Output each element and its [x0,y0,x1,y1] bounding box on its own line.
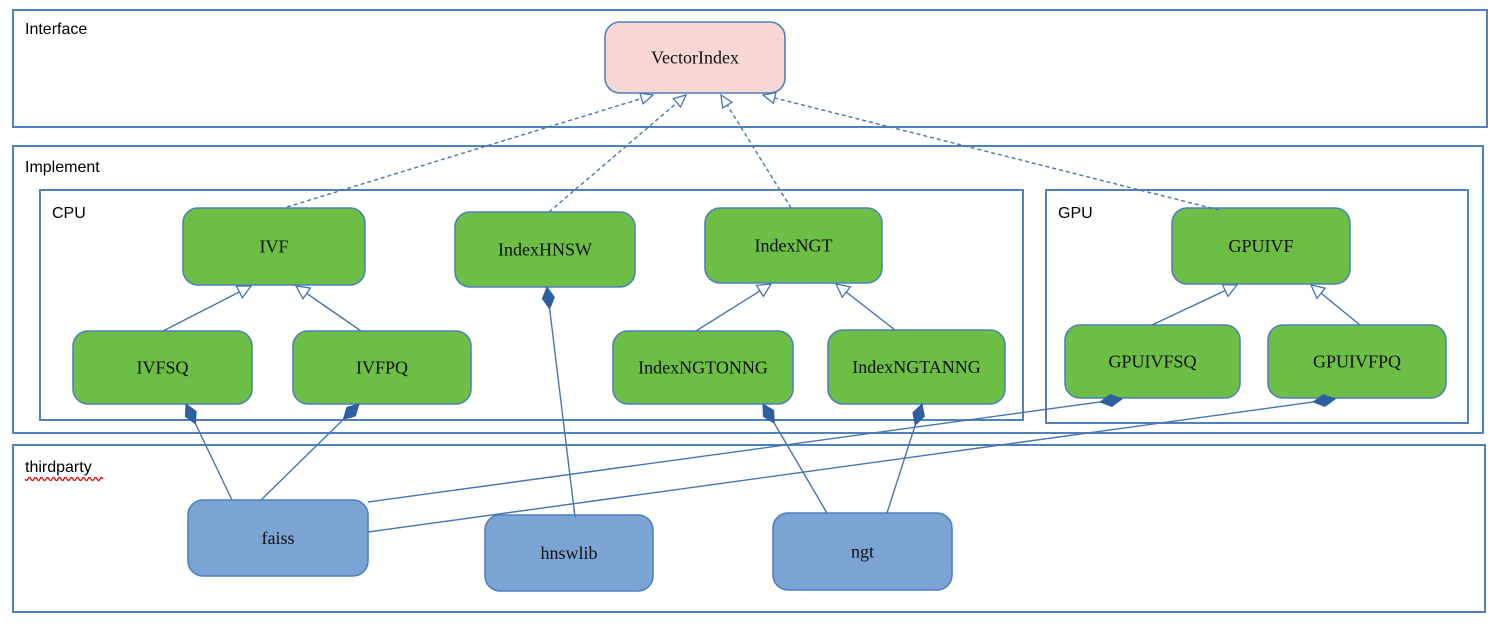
node-hnswlib[interactable]: hnswlib [484,514,654,592]
node-label-indexhnsw: IndexHNSW [498,240,592,260]
container-label-thirdparty: thirdparty [25,459,92,476]
edge-ngt-indexngtonng-composition [762,403,828,514]
node-indexhnsw[interactable]: IndexHNSW [454,211,636,288]
node-label-gpuivfsq: GPUIVFSQ [1108,352,1196,372]
composition-diamond-icon [762,403,775,424]
realization-arrowhead-icon [761,91,777,105]
container-label-cpu: CPU [52,205,86,222]
edge-faiss-ivfpq-composition [260,403,360,501]
node-faiss[interactable]: faiss [187,499,369,577]
node-label-ivfsq: IVFSQ [136,358,188,378]
edge-gpuivf-vectorindex-realization [761,91,1220,211]
container-thirdparty[interactable]: thirdparty [12,444,1486,613]
container-label-interface: Interface [25,21,87,38]
edge-gpuivfsq-gpuivf-inheritance [1151,283,1239,326]
container-cpu[interactable]: CPU [39,189,1024,421]
inheritance-arrowhead-icon [834,283,852,299]
edge-ivf-vectorindex-realization [286,92,655,208]
node-label-ivfpq: IVFPQ [356,358,408,378]
inheritance-arrowhead-icon [235,285,253,299]
node-ivf[interactable]: IVF [182,207,366,286]
node-indexngtonng[interactable]: IndexNGTONNG [612,330,794,405]
composition-diamond-icon [184,403,197,425]
edge-faiss-gpuivfsq-composition [367,393,1124,503]
container-label-gpu: GPU [1058,205,1093,222]
container-gpu[interactable]: GPU [1045,189,1469,424]
node-label-faiss: faiss [262,528,295,548]
node-label-hnswlib: hnswlib [540,543,597,563]
composition-diamond-icon [342,403,360,421]
node-gpuivf[interactable]: GPUIVF [1171,207,1351,285]
node-indexngt[interactable]: IndexNGT [704,207,883,284]
realization-arrowhead-icon [672,93,688,109]
edge-faiss-ivfsq-composition [184,403,233,501]
container-implement[interactable]: Implement [12,145,1484,434]
inheritance-arrowhead-icon [1309,284,1327,300]
edge-ivfsq-ivf-inheritance [162,285,253,332]
edge-indexngtanng-indexngt-inheritance [834,283,896,331]
node-indexngtanng[interactable]: IndexNGTANNG [827,329,1006,405]
node-ivfpq[interactable]: IVFPQ [292,330,472,405]
edge-ngt-indexngtanng-composition [886,403,925,514]
node-label-indexngt: IndexNGT [755,236,833,256]
container-interface[interactable]: Interface [12,9,1488,128]
edge-ivfpq-ivf-inheritance [294,285,362,332]
container-label-implement: Implement [25,159,100,176]
composition-diamond-icon [1099,393,1124,407]
node-gpuivfpq[interactable]: GPUIVFPQ [1267,324,1447,399]
edge-indexngtonng-indexngt-inheritance [695,283,773,332]
spellcheck-wavy-underline [24,476,104,482]
node-label-gpuivfpq: GPUIVFPQ [1313,352,1401,372]
node-label-vectorindex: VectorIndex [651,48,739,68]
composition-diamond-icon [912,403,925,426]
node-label-indexngtonng: IndexNGTONNG [638,358,768,378]
composition-diamond-icon [1312,393,1337,408]
node-vectorindex[interactable]: VectorIndex [604,21,786,94]
node-label-indexngtanng: IndexNGTANNG [852,357,981,377]
node-label-ngt: ngt [851,542,874,562]
inheritance-arrowhead-icon [294,285,312,300]
edge-hnswlib-indexhnsw-composition [541,285,576,518]
composition-diamond-icon [541,285,555,310]
realization-arrowhead-icon [638,92,655,105]
node-ngt[interactable]: ngt [772,512,953,591]
edge-indexngt-vectorindex-realization [720,93,792,209]
realization-arrowhead-icon [720,93,734,110]
node-gpuivfsq[interactable]: GPUIVFSQ [1064,324,1241,399]
inheritance-arrowhead-icon [755,283,773,298]
edge-indexhnsw-vectorindex-realization [548,93,688,213]
node-label-ivf: IVF [259,237,288,257]
edge-faiss-gpuivfpq-composition [367,393,1337,533]
node-label-gpuivf: GPUIVF [1228,236,1293,256]
edge-gpuivfpq-gpuivf-inheritance [1309,284,1361,326]
node-ivfsq[interactable]: IVFSQ [72,330,253,405]
inheritance-arrowhead-icon [1221,283,1239,298]
